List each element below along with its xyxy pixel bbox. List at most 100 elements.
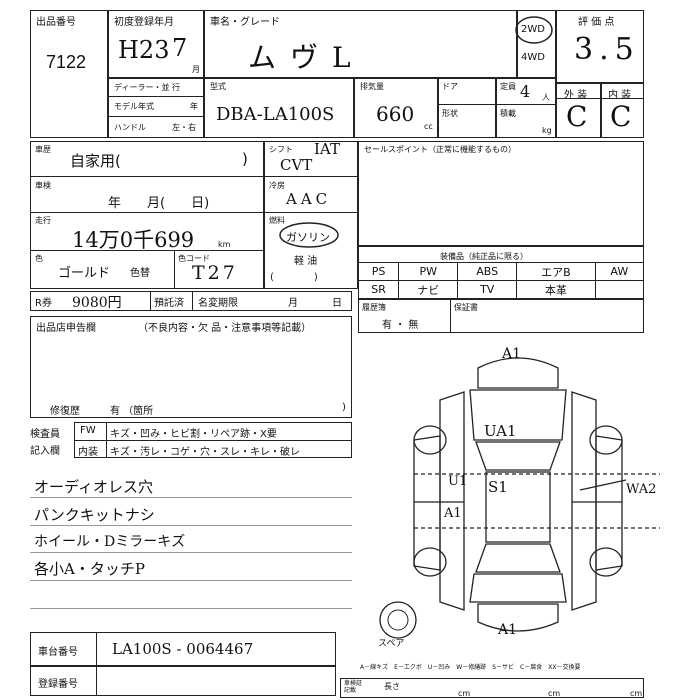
shift-label: シフト [269, 145, 293, 154]
equip-aw: AW [594, 262, 645, 281]
repair-close: ) [342, 402, 346, 413]
score-mid-divider [600, 82, 602, 138]
exterior-grade: C [566, 100, 588, 133]
inspector-div [106, 422, 107, 458]
equip-sr: SR [357, 280, 400, 299]
fw-items: キズ・凹み・ヒビ割・リペア跡・X要 [110, 429, 277, 440]
deadline-day: 日 [332, 298, 342, 309]
displacement-label: 排気量 [360, 82, 384, 91]
chassis-value: LA100S - 0064467 [112, 640, 254, 658]
usage-value: 自家用( [70, 152, 121, 170]
recycle-label: R券 [35, 298, 52, 309]
registration-box [30, 666, 336, 696]
model-year-label: モデル年式 [114, 102, 154, 111]
displacement-box [354, 78, 438, 138]
displacement-unit: cc [424, 122, 433, 131]
color-divider [174, 250, 175, 289]
recycle-div-2 [192, 291, 193, 311]
interior-grade: C [610, 100, 632, 133]
footer-cell-2: 長さ [384, 682, 400, 691]
spare-tire-icon [379, 601, 417, 639]
powertrain-line-2 [264, 212, 358, 213]
doors-label: ドア [442, 82, 458, 91]
deposit-label: 預託済 [154, 298, 184, 309]
note-line-3: ホイール・Dミラーキズ [34, 534, 186, 550]
recycle-value: 9080円 [72, 295, 122, 311]
footer-box [340, 678, 644, 698]
dealer-box [108, 78, 204, 138]
color-code-value: T27 [192, 262, 238, 284]
color-code-label: 色コード [178, 254, 210, 263]
footer-unit-1: cm [458, 689, 471, 698]
note-line-2: パンクキットナシ [34, 506, 155, 524]
recycle-box [30, 291, 352, 311]
damage-label-roof: UA1 [484, 422, 517, 440]
car-diagram [413, 357, 660, 632]
deadline-month: 月 [288, 298, 298, 309]
note-rule-1 [30, 497, 352, 498]
capacity-box [496, 78, 556, 138]
load-label: 積載 [500, 109, 516, 118]
score-value: 3.5 [574, 32, 640, 67]
registration-div [96, 666, 97, 696]
chassis-label: 車台番号 [38, 647, 78, 658]
report-box [30, 316, 352, 418]
report-label: 出品店申告欄 [36, 323, 96, 334]
drive-divider [516, 10, 518, 78]
ac-value: AAC [286, 190, 332, 208]
recycle-div-1 [150, 291, 151, 311]
registration-label: 登録番号 [38, 679, 78, 690]
equip-tv: TV [457, 280, 518, 299]
lot-number: 7122 [46, 52, 87, 72]
load-unit: kg [542, 126, 552, 135]
chassis-div [96, 632, 97, 666]
type-value: DBA-LA100S [216, 104, 335, 125]
note-rule-4 [30, 580, 352, 581]
history-divider [450, 299, 451, 333]
usage-close: ) [242, 150, 248, 168]
damage-label-front: A1 [502, 346, 522, 362]
damage-label-center: S1 [488, 478, 508, 496]
vehicle-line-1 [30, 176, 264, 177]
shift-value: IAT [314, 140, 340, 158]
damage-legend: A－線キズ E－エクボ U－凹み W－修繕跡 S－サビ C－腐食 XX－交換要 [360, 664, 581, 671]
first-registration-year: H23 [118, 36, 170, 64]
capacity-line [496, 104, 556, 105]
car-name: ムヴL [248, 41, 365, 74]
first-registration-month: 7 [172, 34, 188, 62]
note-line-4: 各小A・タッチP [34, 560, 145, 578]
handle-options: 左・右 [172, 123, 196, 132]
capacity-unit: 人 [542, 93, 550, 102]
color-value: ゴールド [58, 266, 111, 281]
fuel-circle [279, 222, 339, 248]
fw-label: FW [80, 425, 96, 436]
first-registration-month-unit: 月 [192, 65, 200, 74]
first-registration-label: 初度登録年月 [114, 17, 174, 28]
exterior-label: 外 装 [564, 90, 588, 101]
handle-label: ハンドル [114, 123, 146, 132]
warranty-label: 保証書 [454, 303, 478, 312]
drive-4wd: 4WD [521, 52, 545, 63]
chassis-box [30, 632, 336, 666]
history-label: 履歴簿 [362, 303, 386, 312]
drive-2wd: 2WD [521, 24, 545, 35]
equip-airbag: エアB [516, 262, 596, 281]
mileage-value: 14万0千699 [72, 228, 195, 252]
equip-ps: PS [357, 262, 400, 281]
score-label: 評 価 点 [578, 17, 615, 28]
doors-box [438, 78, 496, 138]
type-label: 型式 [210, 82, 226, 91]
equip-pw: PW [398, 262, 459, 281]
footer-unit-3: cm [630, 689, 643, 698]
name-deadline-label: 名変期限 [198, 298, 238, 309]
history-options: 有 ・ 無 [382, 320, 419, 331]
note-rule-2 [30, 525, 352, 526]
equipment-table: PS PW ABS エアB AW SR ナビ TV 本革 [357, 262, 645, 299]
damage-label-right: WA2 [626, 482, 657, 497]
dealer-line-2 [108, 116, 204, 117]
car-name-box [204, 10, 556, 78]
damage-label-left-rear: A1 [444, 506, 462, 521]
vehicle-line-2 [30, 212, 264, 213]
damage-label-left-door: U1 [448, 474, 468, 489]
note-rule-5 [30, 608, 352, 609]
